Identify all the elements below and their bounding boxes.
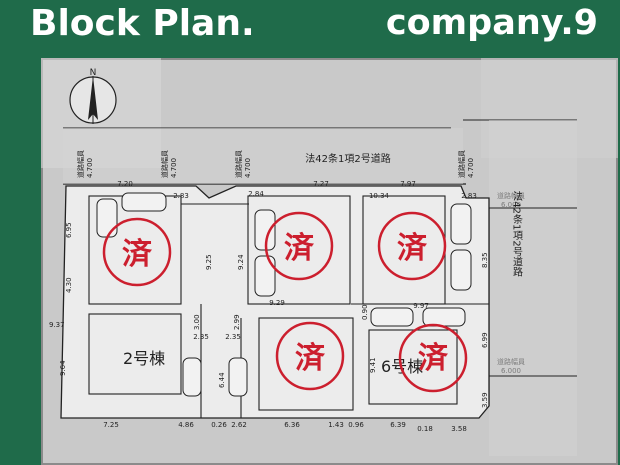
car-icon <box>450 249 472 291</box>
right-road-label: 法42条1項2号道路 <box>511 190 523 277</box>
dimension-label: 1.43 <box>328 421 344 429</box>
dimension-label: 0.26 <box>211 421 227 429</box>
lot-5 <box>258 317 354 411</box>
dimension-label: 3.59 <box>481 392 489 408</box>
north-label: N <box>90 68 97 78</box>
dimension-label: 9.24 <box>237 254 245 270</box>
sold-mark: 済 <box>122 237 153 272</box>
road-width-label: 道路幅員 <box>234 150 243 178</box>
dimension-label: 7.27 <box>313 180 329 188</box>
top-road-label: 法42条1項2号道路 <box>305 152 390 165</box>
road-width-label: 道路幅員 <box>160 150 169 178</box>
company-name: company.9 <box>385 3 598 43</box>
dimension-label: 6.36 <box>284 421 300 429</box>
road-width-value: 4.700 <box>170 158 178 178</box>
dimension-label: 7.20 <box>117 180 133 188</box>
sold-mark: 済 <box>397 231 428 266</box>
road-width-value: 4.700 <box>467 158 475 178</box>
dimension-label: 10.34 <box>369 192 390 200</box>
lot-6 <box>368 329 458 405</box>
dimension-label: 9.37 <box>49 321 65 329</box>
dimension-label: 2.83 <box>461 192 477 200</box>
dimension-label: 8.35 <box>481 252 489 268</box>
car-icon <box>121 192 167 212</box>
dimension-label: 9.41 <box>369 357 377 373</box>
block-plan-drawing: N 法42条1項2号道路 道路幅員 4.700 道路幅員 4.700 道路幅員 … <box>41 58 618 463</box>
page-title: Block Plan. <box>30 3 255 44</box>
top-road <box>63 119 577 185</box>
car-icon <box>96 198 118 238</box>
dimension-label: 4.86 <box>178 421 194 429</box>
car-icon <box>450 203 472 245</box>
sold-mark: 済 <box>418 341 449 376</box>
lot-2-label: 2号棟 <box>123 349 165 368</box>
dimension-label: 6.95 <box>65 222 73 238</box>
block-plan-image: N 法42条1項2号道路 道路幅員 4.700 道路幅員 4.700 道路幅員 … <box>41 58 618 465</box>
sold-stamp-circle <box>264 211 334 281</box>
north-compass-icon <box>69 76 117 124</box>
dimension-label: 2.35 <box>225 333 241 341</box>
dimension-labels: 7.20 2.83 2.84 7.27 10.34 7.97 2.83 6.95… <box>49 180 489 433</box>
car-icon <box>254 255 276 297</box>
sold-stamp-circle <box>275 321 345 391</box>
dimension-label: 6.99 <box>481 332 489 348</box>
dimension-label: 6.44 <box>218 372 226 388</box>
dimension-label: 7.97 <box>400 180 416 188</box>
dimension-label: 9.97 <box>413 302 429 310</box>
sold-mark: 済 <box>284 231 315 266</box>
dimension-label: 2.84 <box>248 190 264 198</box>
dimension-label: 2.35 <box>193 333 209 341</box>
sold-stamps: 済 済 済 済 済 <box>102 211 468 393</box>
sold-stamp-circle <box>102 217 172 287</box>
dimension-label: 9.64 <box>59 360 67 376</box>
dimension-label: 9.25 <box>205 254 213 270</box>
dimension-label: 0.18 <box>417 425 433 433</box>
dimension-label: 2.99 <box>233 314 241 330</box>
car-icons <box>96 192 472 397</box>
dimension-label: 3.58 <box>451 425 467 433</box>
sold-stamp-circle <box>377 211 447 281</box>
road-width-label: 道路幅員 <box>76 150 85 178</box>
sold-mark: 済 <box>295 341 326 376</box>
dimension-label: 9.29 <box>269 299 285 307</box>
dimension-label: 7.25 <box>103 421 119 429</box>
road-width-value: 4.700 <box>86 158 94 178</box>
dimension-label: 2.83 <box>173 192 189 200</box>
car-icon <box>422 307 466 327</box>
dimension-label: 6.39 <box>390 421 406 429</box>
road-width-label: 道路幅員 <box>457 150 466 178</box>
header-bar: Block Plan. company.9 <box>0 0 620 54</box>
dimension-label: 4.30 <box>65 277 73 293</box>
car-icon <box>370 307 414 327</box>
dimension-label: 2.62 <box>231 421 247 429</box>
dimension-label: 0.96 <box>348 421 364 429</box>
car-icon <box>228 357 248 397</box>
right-road <box>488 120 577 456</box>
sold-stamp-circle <box>398 323 468 393</box>
lot-2 <box>88 313 182 395</box>
dimension-label: 0.90 <box>361 304 369 320</box>
car-icon <box>182 357 202 397</box>
road-width-value: 4.700 <box>244 158 252 178</box>
dimension-label: 3.00 <box>193 314 201 330</box>
